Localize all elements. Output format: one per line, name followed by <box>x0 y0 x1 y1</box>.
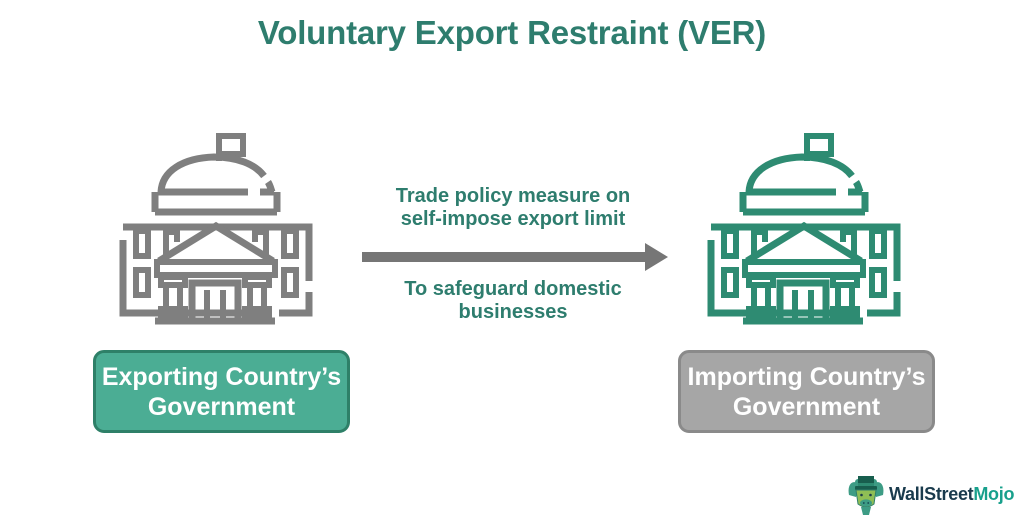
logo-text-mojo: Mojo <box>973 483 1015 504</box>
importing-government-building-icon <box>703 131 903 331</box>
bull-mascot-icon <box>848 476 884 515</box>
wallstreetmojo-logo: WallStreetMojo <box>848 472 1014 516</box>
exporting-government-building-icon <box>115 131 315 331</box>
arrow-label-above: Trade policy measure on self-impose expo… <box>395 185 631 231</box>
arrow-label-below: To safeguard domestic businesses <box>404 278 622 324</box>
right-arrow-icon <box>362 243 668 271</box>
logo-text-wallstreet: WallStreet <box>889 483 974 504</box>
logo-text: WallStreetMojo <box>889 484 1014 505</box>
page-title: Voluntary Export Restraint (VER) <box>257 14 767 51</box>
exporting-country-label-box: Exporting Country’s Government <box>93 350 350 433</box>
government-building-icon <box>703 131 903 331</box>
government-building-icon <box>115 131 315 331</box>
importing-country-label-box: Importing Country’s Government <box>678 350 935 433</box>
